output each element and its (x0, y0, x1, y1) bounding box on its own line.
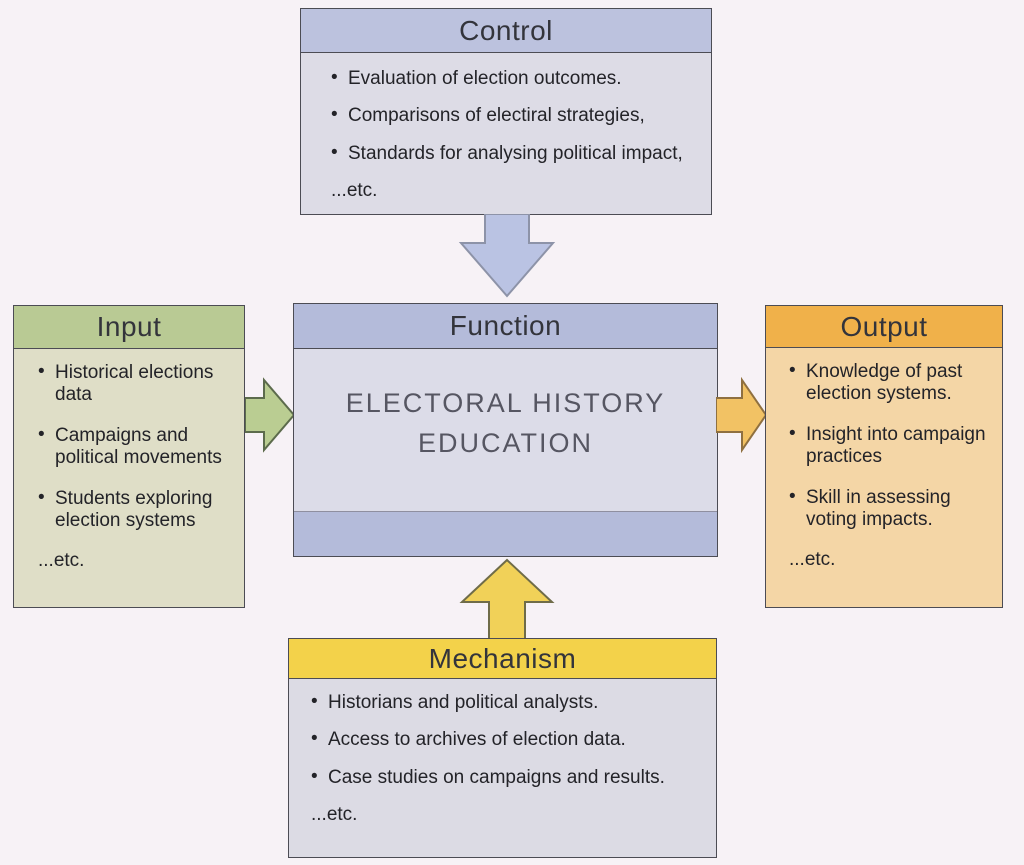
function-header: Function (294, 304, 717, 349)
control-bullet-list: Evaluation of election outcomes. Compari… (331, 67, 687, 165)
bullet-item: Skill in assessing voting impacts. (789, 486, 996, 532)
function-title: Function (449, 310, 562, 341)
output-body: Knowledge of past election systems. Insi… (766, 348, 1002, 572)
bullet-text: Historians and political analysts. (328, 692, 599, 713)
function-line2: EDUCATION (417, 427, 593, 458)
bullet-text: Case studies on campaigns and results. (328, 766, 665, 788)
down-arrow-icon (458, 214, 556, 298)
bullet-item: Access to archives of election data. (311, 728, 696, 751)
right-arrow-icon (245, 377, 296, 453)
bullet-text: Campaigns and political movements (55, 424, 222, 469)
input-header: Input (14, 306, 244, 349)
function-box: Function ELECTORAL HISTORY EDUCATION (293, 303, 718, 557)
control-etc-label: ...etc. (331, 180, 378, 202)
bullet-item: Insight into campaign practices (789, 423, 996, 469)
bullet-item: Campaigns and political movements (38, 424, 238, 470)
bullet-text: Historical elections data (55, 362, 214, 406)
bullet-item: Standards for analysing political impact… (331, 142, 687, 165)
function-line1: ELECTORAL HISTORY (345, 387, 666, 418)
bullet-text: Skill in assessing voting impacts. (806, 486, 951, 531)
output-etc-label: ...etc. (789, 549, 836, 571)
control-header: Control (301, 9, 711, 53)
bullet-item: Students exploring election systems (38, 487, 238, 533)
output-header: Output (766, 306, 1002, 348)
bullet-text: Standards for analysing political impact… (348, 142, 683, 164)
bullet-item: Case studies on campaigns and results. (311, 766, 696, 789)
input-to-function-arrow (245, 377, 296, 453)
mechanism-title: Mechanism (428, 642, 577, 674)
mechanism-body: Historians and political analysts. Acces… (289, 679, 716, 827)
input-box: Input Historical elections data Campaign… (13, 305, 245, 608)
control-body: Evaluation of election outcomes. Compari… (301, 53, 711, 203)
bullet-text: Comparisons of electiral strategies, (348, 105, 645, 127)
bullet-text: Access to archives of election data. (328, 729, 626, 751)
bullet-text: Evaluation of election outcomes. (348, 68, 622, 89)
control-title: Control (459, 14, 553, 46)
right-arrow-icon (716, 377, 767, 453)
function-footer-band (294, 511, 717, 556)
function-center-text: ELECTORAL HISTORY EDUCATION (294, 349, 717, 511)
bullet-text: Students exploring election systems (55, 487, 213, 532)
output-bullet-list: Knowledge of past election systems. Insi… (789, 360, 996, 532)
bullet-item: Knowledge of past election systems. (789, 360, 996, 406)
control-to-function-arrow (458, 214, 556, 298)
bullet-text: Knowledge of past election systems. (806, 361, 963, 405)
input-body: Historical elections data Campaigns and … (14, 349, 244, 573)
mechanism-bullet-list: Historians and political analysts. Acces… (311, 691, 696, 789)
output-box: Output Knowledge of past election system… (765, 305, 1003, 608)
bullet-item: Historians and political analysts. (311, 691, 696, 714)
function-to-output-arrow (716, 377, 767, 453)
bullet-item: Comparisons of electiral strategies, (331, 104, 687, 127)
input-title: Input (96, 311, 162, 342)
bullet-item: Historical elections data (38, 361, 238, 407)
mechanism-header: Mechanism (289, 639, 716, 679)
output-title: Output (840, 310, 928, 342)
up-arrow-icon (459, 558, 555, 640)
bullet-item: Evaluation of election outcomes. (331, 67, 687, 90)
mechanism-box: Mechanism Historians and political analy… (288, 638, 717, 858)
input-bullet-list: Historical elections data Campaigns and … (38, 361, 238, 533)
bullet-text: Insight into campaign practices (806, 423, 986, 468)
mechanism-etc-label: ...etc. (311, 804, 358, 826)
input-etc-label: ...etc. (38, 550, 85, 572)
mechanism-to-function-arrow (459, 558, 555, 640)
control-box: Control Evaluation of election outcomes.… (300, 8, 712, 215)
